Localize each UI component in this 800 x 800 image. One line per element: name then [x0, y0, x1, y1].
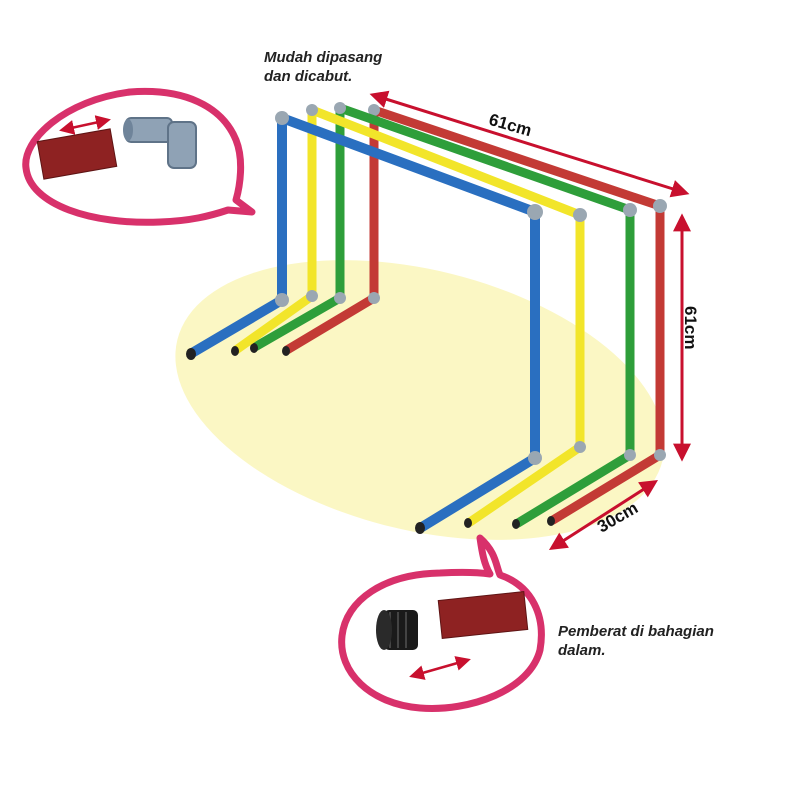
- elbow-connector-icon: [123, 117, 197, 169]
- insert-arrow-icon: [409, 656, 471, 680]
- connector-caption: Mudah dipasang dan dicabut.: [264, 48, 382, 86]
- weight-plug-icon: [376, 610, 418, 650]
- pipe-sample-icon: [36, 128, 118, 180]
- connector-caption-line-1: Mudah dipasang: [264, 49, 383, 66]
- depth-dimension-arrow: [548, 480, 659, 550]
- height-label: 61cm: [681, 306, 700, 350]
- width-dimension-arrow: [369, 90, 690, 198]
- weight-caption-line-1: Pemberat di bahagian: [558, 623, 714, 640]
- connector-callout: [22, 87, 256, 226]
- pipe-end-sample-icon: [437, 591, 529, 639]
- weight-caption: Pemberat di bahagian dalam.: [558, 622, 714, 660]
- detach-arrow-icon: [59, 115, 111, 135]
- weight-callout: [338, 534, 545, 712]
- weight-caption-line-2: dalam.: [558, 642, 606, 659]
- connector-caption-line-2: dan dicabut.: [264, 68, 353, 85]
